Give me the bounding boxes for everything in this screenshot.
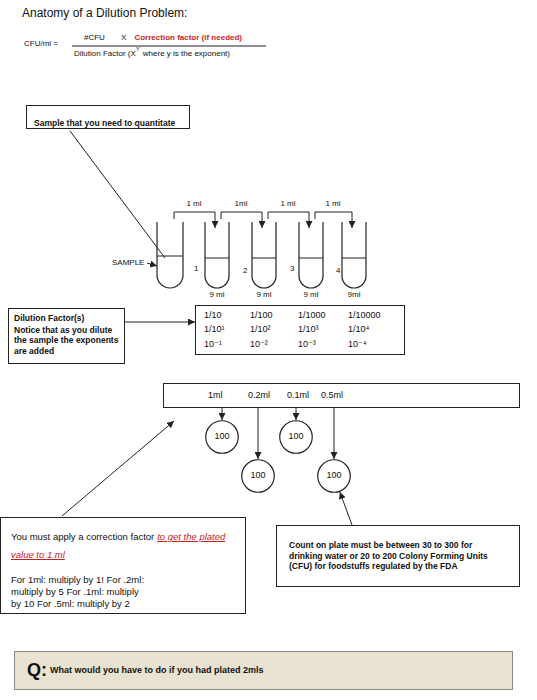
plating-volume-box: 1ml 0.2ml 0.1ml 0.5ml [163,383,520,408]
count-rule-box: Count on plate must be between 30 to 300… [276,525,520,587]
tube-number: 3 [290,264,294,274]
node-text: 1/10000 [348,310,400,321]
transfer-bracket [174,212,215,228]
liquid-level [299,258,323,259]
formula-denominator: where y is the exponent) [143,49,230,59]
test-tube [299,222,323,288]
node-text: Sample that you need to quantitate [34,118,175,128]
transfer-bracket [315,212,352,228]
formula-denominator: Dilution Factor (X [74,49,136,59]
liquid-level [205,258,229,259]
correction-box: You must apply a correction factorto get… [0,517,246,614]
node-text: 100 [326,470,341,481]
formula-numerator: #CFU X [84,33,126,43]
plate-outline [206,421,239,454]
node-text: 100 [288,431,303,442]
node-text: 1/10³ [298,324,348,335]
liquid-level [252,258,276,259]
note-box: Dilution Factor(s)Notice that as you dil… [8,308,125,364]
test-tube [342,222,366,288]
dilution-table: 1/101/1001/10001/10000 1/10¹1/10²1/10³1/1… [195,305,405,355]
node-text: Count on plate must be between 30 to 300… [289,540,507,572]
node-text: Dilution Factor(s) [14,313,119,324]
question-box: Q:What would you have to do if you had p… [14,651,513,690]
node-text: 100 [250,470,265,481]
volume-label: 1 ml [325,199,340,209]
petri-plate: 100 [317,459,351,493]
node-text: 1ml [208,390,223,401]
node-text: What would you have to do if you had pla… [50,665,264,676]
formula-correction: Correction factor (if needed) [134,33,242,43]
plate-outline [280,421,313,454]
volume-label: 1ml [235,199,248,209]
node-text: 0.5ml [321,390,343,401]
plate-outline [318,460,351,493]
node-text: You must apply a correction factor [11,531,154,542]
node-text: 0.1ml [287,390,309,401]
volume-label: 1 ml [280,199,295,209]
connector-arrow [258,408,259,459]
liquid-level [157,256,183,257]
sample-box: Sample that you need to quantitate [26,105,190,129]
volume-label: 9 ml [256,290,271,300]
connector-arrow [334,408,335,459]
test-tube [205,222,229,288]
node-text: Notice that as you dilute the sample the… [14,325,119,357]
node-text: 1/1000 [298,310,348,321]
petri-plate: 100 [279,420,313,454]
node-text: 1/10 [204,310,250,321]
connector-arrow [340,492,352,525]
volume-label: 9 ml [209,290,224,300]
transfer-bracket [268,212,309,228]
volume-label: 9ml [348,290,361,300]
liquid-level [342,258,366,259]
test-tube [157,222,183,288]
node-text: 1/100 [250,310,298,321]
node-text: 100 [214,431,229,442]
node-text: 0.2ml [248,390,270,401]
node-text: 1/10¹ [204,324,250,335]
test-tube [252,222,276,288]
plate-outline [242,460,275,493]
volume-label: 1 ml [186,199,201,209]
volume-label: 9 ml [303,290,318,300]
correction-leader [62,421,174,516]
sample-label: SAMPLE [112,258,144,268]
petri-plate: 100 [241,459,275,493]
node-text: For 1ml: multiply by 1! For .2ml: multip… [11,574,146,610]
sample-leader [70,131,165,258]
transfer-bracket [221,212,262,228]
sample-arrow [147,263,157,266]
node-text: 1/10⁴ [348,324,400,335]
tube-number: 2 [243,266,247,276]
node-text: 10⁻⁴ [348,339,400,350]
connector-arrow [222,408,223,420]
fraction-bar [72,46,266,47]
node-text: 10⁻¹ [204,339,250,350]
formula-lhs: CFU/ml = [24,39,58,49]
connector-arrow [296,408,297,420]
node-text: 1/10² [250,324,298,335]
node-text: 10⁻² [250,339,298,350]
tube-number: 4 [336,266,340,276]
tube-number: 1 [194,264,198,274]
connector-arrow [125,322,195,323]
diagram-title: Anatomy of a Dilution Problem: [22,6,187,20]
formula-exponent: Y [136,46,140,53]
petri-plate: 100 [205,420,239,454]
node-text: 10⁻³ [298,339,348,350]
node-text: Q: [27,659,47,682]
